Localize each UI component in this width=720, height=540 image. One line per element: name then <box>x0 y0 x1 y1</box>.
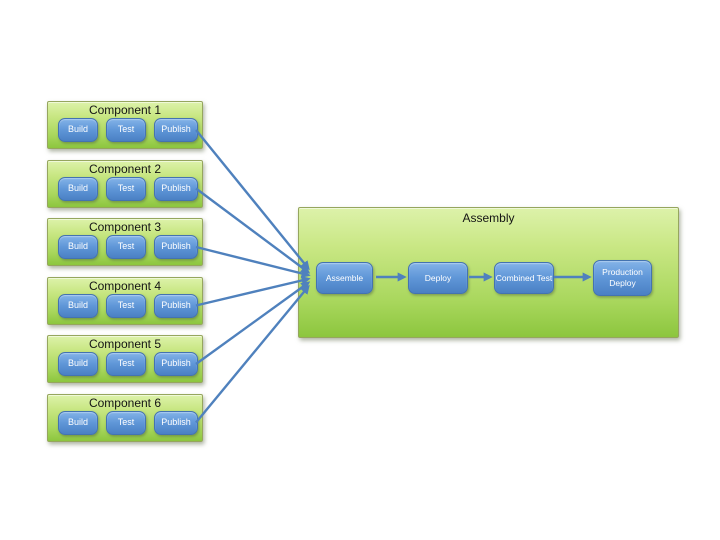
assembly-title: Assembly <box>462 211 515 225</box>
step-publish: Publish <box>154 176 198 201</box>
step-build: Build <box>58 293 98 318</box>
step-build: Build <box>58 176 98 201</box>
step-test: Test <box>106 118 146 142</box>
step-assemble: Assemble <box>316 262 373 294</box>
publish-to-assemble-arrow <box>195 187 311 274</box>
assembly-group: Assembly Assemble Deploy Combined Test Prod… <box>298 207 679 338</box>
step-build: Build <box>58 352 98 376</box>
publish-to-assemble-arrow <box>195 281 311 365</box>
component-title: Component 6 <box>88 395 162 410</box>
step-publish: Publish <box>154 235 198 259</box>
publish-to-assemble-arrow <box>195 129 310 271</box>
component-title: Component 4 <box>88 278 162 293</box>
step-test: Test <box>106 176 146 201</box>
step-combined-test: Combined Test <box>494 262 554 294</box>
step-test: Test <box>106 235 146 259</box>
step-test: Test <box>106 352 146 376</box>
component-title: Component 1 <box>88 103 162 117</box>
step-build: Build <box>58 118 98 142</box>
component-title: Component 3 <box>88 220 162 234</box>
step-build: Build <box>58 235 98 259</box>
publish-to-assemble-arrow <box>195 284 310 424</box>
step-publish: Publish <box>154 293 198 318</box>
step-publish: Publish <box>154 118 198 142</box>
step-test: Test <box>106 293 146 318</box>
component-title: Component 2 <box>88 161 162 176</box>
step-publish: Publish <box>154 352 198 376</box>
step-production-deploy: Production Deploy <box>593 260 652 296</box>
step-publish: Publish <box>154 410 198 435</box>
component-title: Component 5 <box>88 337 162 351</box>
step-deploy: Deploy <box>408 262 468 294</box>
step-test: Test <box>106 410 146 435</box>
publish-to-assemble-arrow <box>195 245 311 278</box>
publish-to-assemble-arrow <box>195 276 311 307</box>
step-build: Build <box>58 410 98 435</box>
